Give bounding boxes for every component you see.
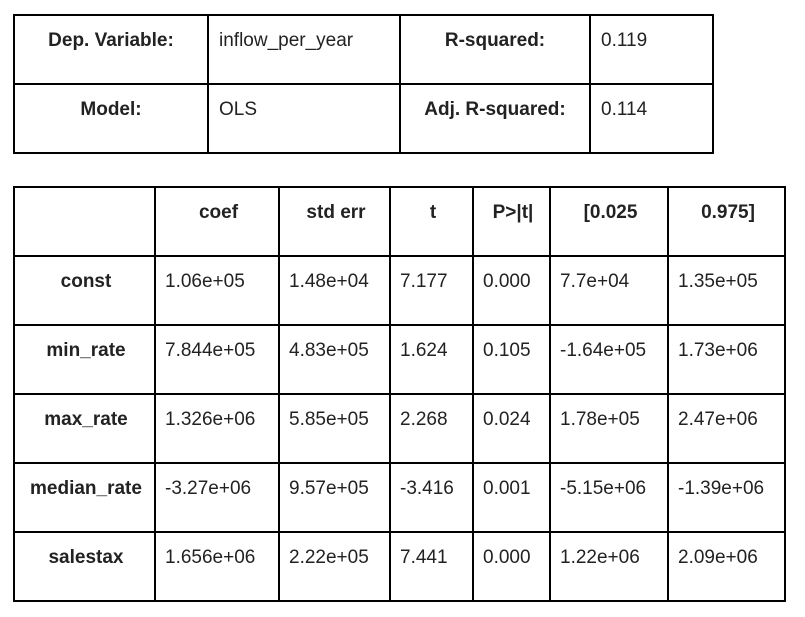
row-name: salestax <box>13 531 156 602</box>
cell-p-value: 0.024 <box>472 393 551 464</box>
adj-r-squared-label: Adj. R-squared: <box>399 83 591 154</box>
cell-ci-lower: -1.64e+05 <box>549 324 669 395</box>
header-ci-lower: [0.025 <box>549 186 669 257</box>
header-std-err: std err <box>278 186 391 257</box>
cell-ci-upper: 2.09e+06 <box>667 531 786 602</box>
cell-coef: 7.844e+05 <box>154 324 280 395</box>
regression-summary-table: Dep. Variable: inflow_per_year R-squared… <box>13 14 714 154</box>
table-row: max_rate 1.326e+06 5.85e+05 2.268 0.024 … <box>13 393 786 464</box>
cell-ci-lower: 1.78e+05 <box>549 393 669 464</box>
adj-r-squared-value: 0.114 <box>589 83 714 154</box>
cell-coef: -3.27e+06 <box>154 462 280 533</box>
cell-ci-upper: -1.39e+06 <box>667 462 786 533</box>
header-blank <box>13 186 156 257</box>
cell-std-err: 4.83e+05 <box>278 324 391 395</box>
model-label: Model: <box>13 83 209 154</box>
cell-ci-upper: 2.47e+06 <box>667 393 786 464</box>
summary-row: Model: OLS Adj. R-squared: 0.114 <box>13 83 714 154</box>
row-name: max_rate <box>13 393 156 464</box>
header-t: t <box>389 186 474 257</box>
cell-p-value: 0.000 <box>472 255 551 326</box>
cell-t: -3.416 <box>389 462 474 533</box>
cell-t: 7.177 <box>389 255 474 326</box>
cell-coef: 1.06e+05 <box>154 255 280 326</box>
row-name: min_rate <box>13 324 156 395</box>
cell-ci-lower: 7.7e+04 <box>549 255 669 326</box>
r-squared-label: R-squared: <box>399 14 591 85</box>
dep-variable-value: inflow_per_year <box>207 14 401 85</box>
cell-t: 2.268 <box>389 393 474 464</box>
cell-coef: 1.656e+06 <box>154 531 280 602</box>
header-p-value: P>|t| <box>472 186 551 257</box>
cell-ci-upper: 1.35e+05 <box>667 255 786 326</box>
cell-ci-lower: -5.15e+06 <box>549 462 669 533</box>
r-squared-value: 0.119 <box>589 14 714 85</box>
cell-t: 7.441 <box>389 531 474 602</box>
coefficients-table: coef std err t P>|t| [0.025 0.975] const… <box>13 186 786 602</box>
table-row: salestax 1.656e+06 2.22e+05 7.441 0.000 … <box>13 531 786 602</box>
coef-header-row: coef std err t P>|t| [0.025 0.975] <box>13 186 786 257</box>
cell-p-value: 0.001 <box>472 462 551 533</box>
cell-std-err: 2.22e+05 <box>278 531 391 602</box>
header-coef: coef <box>154 186 280 257</box>
model-value: OLS <box>207 83 401 154</box>
row-name: const <box>13 255 156 326</box>
cell-p-value: 0.000 <box>472 531 551 602</box>
cell-p-value: 0.105 <box>472 324 551 395</box>
table-row: median_rate -3.27e+06 9.57e+05 -3.416 0.… <box>13 462 786 533</box>
header-ci-upper: 0.975] <box>667 186 786 257</box>
cell-std-err: 1.48e+04 <box>278 255 391 326</box>
dep-variable-label: Dep. Variable: <box>13 14 209 85</box>
table-row: min_rate 7.844e+05 4.83e+05 1.624 0.105 … <box>13 324 786 395</box>
cell-std-err: 9.57e+05 <box>278 462 391 533</box>
cell-std-err: 5.85e+05 <box>278 393 391 464</box>
cell-coef: 1.326e+06 <box>154 393 280 464</box>
cell-t: 1.624 <box>389 324 474 395</box>
table-row: const 1.06e+05 1.48e+04 7.177 0.000 7.7e… <box>13 255 786 326</box>
row-name: median_rate <box>13 462 156 533</box>
summary-row: Dep. Variable: inflow_per_year R-squared… <box>13 14 714 85</box>
cell-ci-lower: 1.22e+06 <box>549 531 669 602</box>
cell-ci-upper: 1.73e+06 <box>667 324 786 395</box>
